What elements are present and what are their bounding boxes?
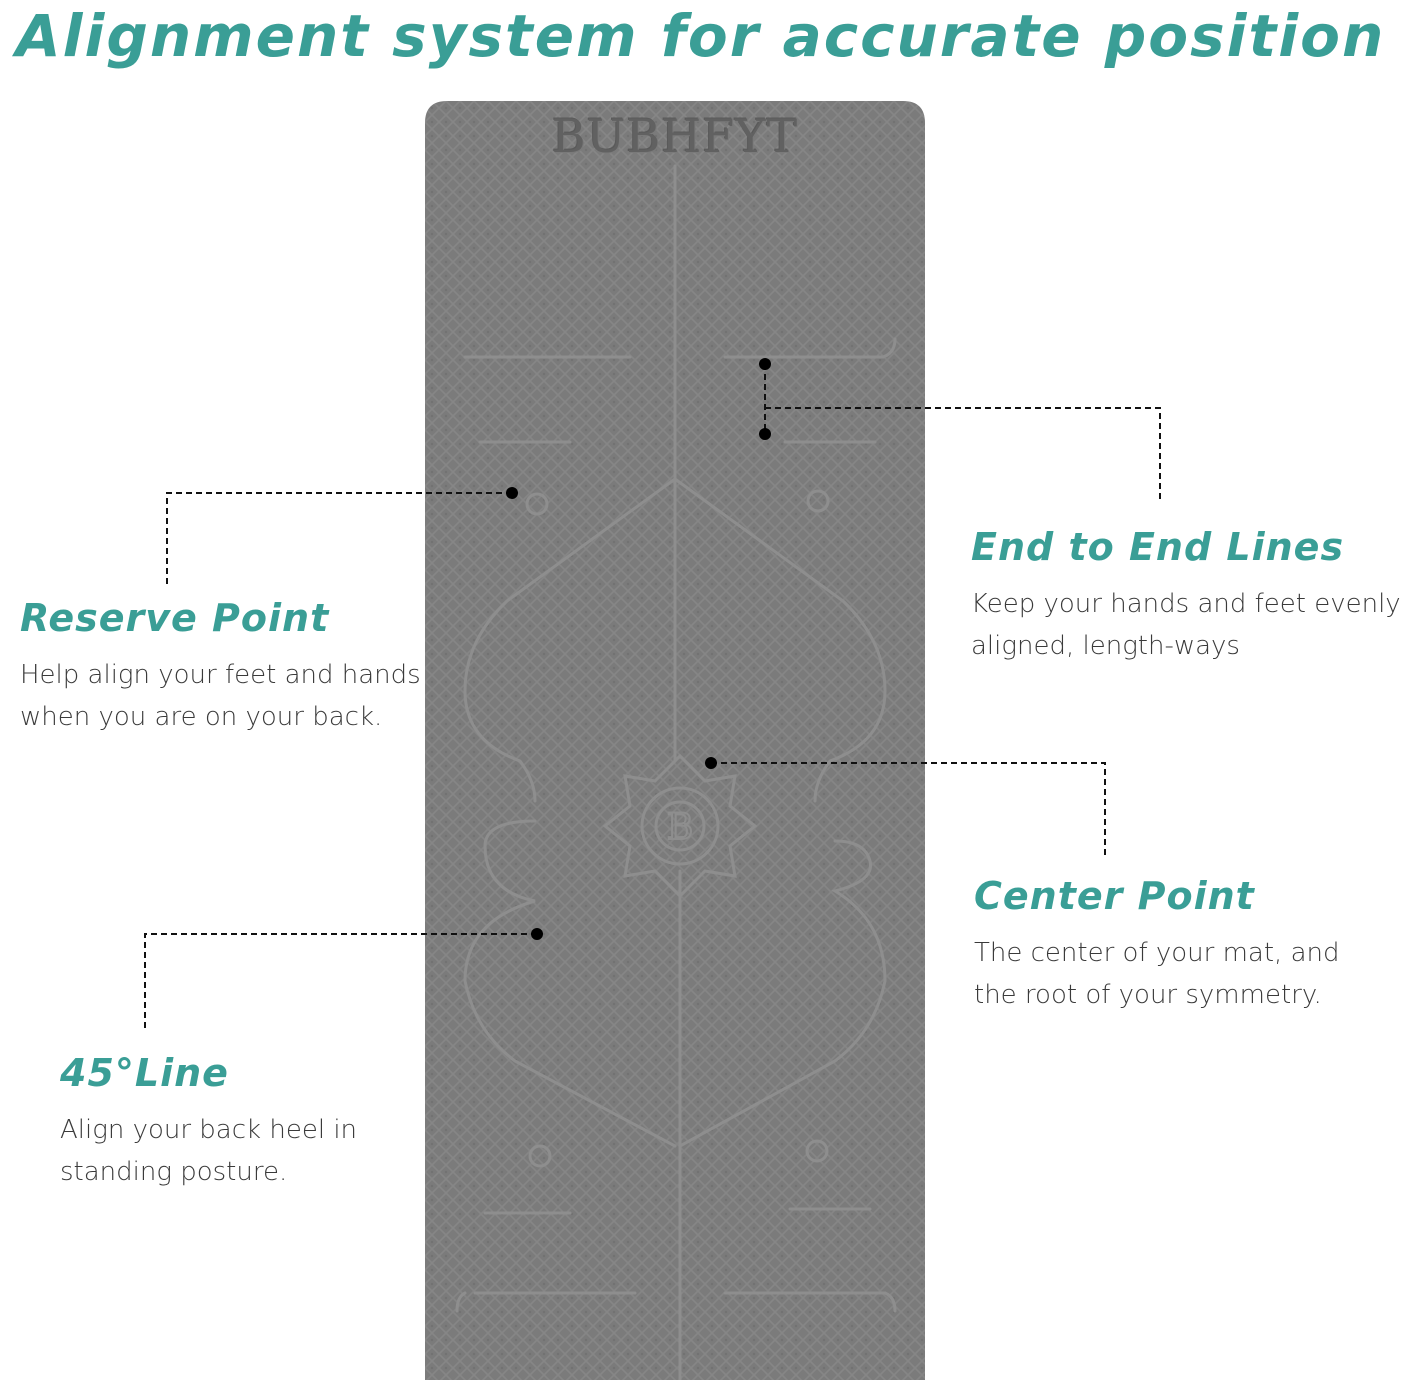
callout-heading: 45°Line — [60, 1051, 229, 1095]
dot-45 — [531, 928, 543, 940]
callout-end-to-end-lines: End to End Lines Keep your hands and fee… — [971, 525, 1401, 667]
leader-45 — [144, 933, 537, 1028]
callout-line: The center of your mat, and — [974, 938, 1340, 968]
callout-heading: End to End Lines — [971, 525, 1345, 569]
callout-line: when you are on your back. — [20, 702, 383, 732]
callout-text: Keep your hands and feet evenly aligned,… — [971, 583, 1401, 667]
dot-reserve — [506, 487, 518, 499]
callout-text: The center of your mat, and the root of … — [974, 932, 1340, 1016]
leader-end-to-end-branch — [765, 407, 1161, 500]
page-title: Alignment system for accurate position — [15, 2, 1386, 70]
callout-line: Help align your feet and hands — [20, 660, 421, 690]
mat-brand: BUBHFYT — [551, 109, 799, 163]
callout-heading: Reserve Point — [20, 596, 330, 640]
callout-line: aligned, length-ways — [971, 631, 1240, 661]
dot-center — [705, 757, 717, 769]
callout-45-line: 45°Line Align your back heel in standing… — [60, 1051, 357, 1193]
callout-center-point: Center Point The center of your mat, and… — [974, 874, 1340, 1016]
yoga-mat: B BUBHFYT — [425, 101, 925, 1380]
callout-line: Keep your hands and feet evenly — [971, 589, 1401, 619]
mat-graphic: B — [425, 101, 925, 1380]
callout-text: Help align your feet and hands when you … — [20, 654, 421, 738]
alignment-lines — [455, 164, 897, 1380]
callout-line: standing posture. — [60, 1157, 288, 1187]
callout-line: Align your back heel in — [60, 1115, 358, 1145]
callout-text: Align your back heel in standing posture… — [60, 1109, 357, 1193]
dot-end-top — [759, 358, 771, 370]
emblem-letter: B — [667, 807, 693, 848]
callout-heading: Center Point — [974, 874, 1255, 918]
leader-reserve — [166, 492, 512, 588]
dot-end-bottom — [759, 428, 771, 440]
callout-reserve-point: Reserve Point Help align your feet and h… — [20, 596, 421, 738]
leader-center — [711, 762, 1106, 858]
callout-line: the root of your symmetry. — [974, 980, 1322, 1010]
